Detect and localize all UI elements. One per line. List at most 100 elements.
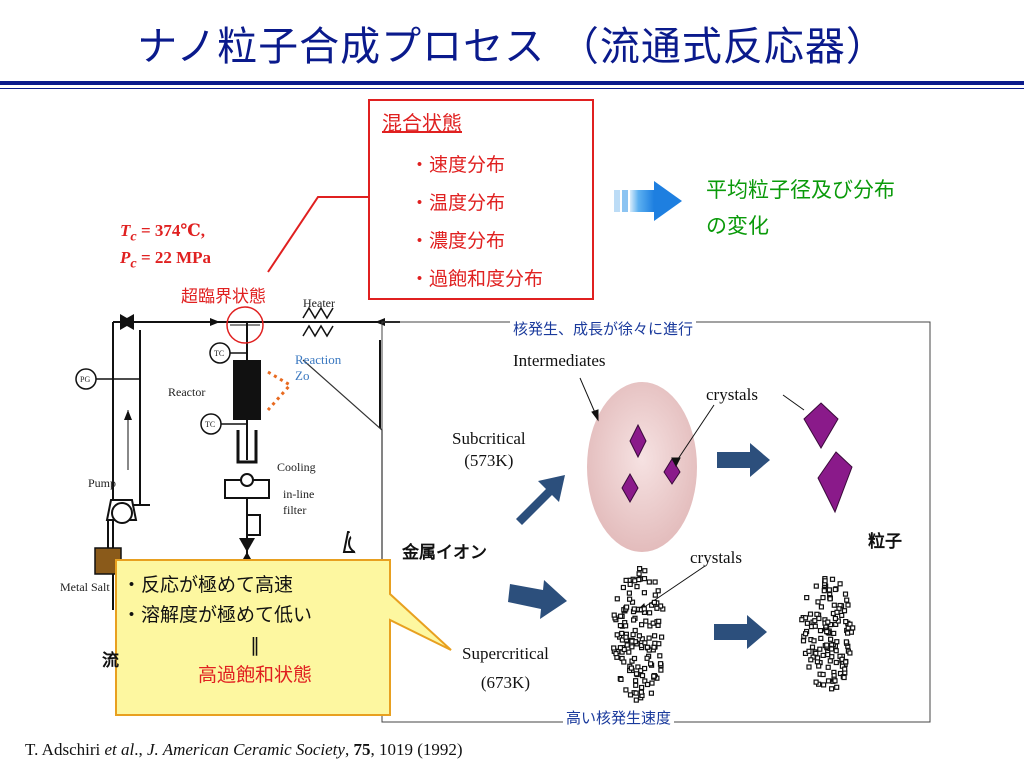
title-underline-thick [0, 81, 1024, 85]
nanoparticle-dot [644, 644, 651, 650]
nanoparticle-dot [617, 613, 624, 619]
nanoparticle-dot [800, 638, 807, 644]
nanoparticle-dot [820, 682, 827, 688]
nanoparticle-dot [614, 596, 620, 602]
nanoparticle-dot [820, 594, 826, 601]
nanoparticle-dot [628, 665, 635, 671]
nanoparticle-dot [828, 686, 835, 692]
nanoparticle-dot [656, 618, 662, 624]
nanoparticle-dot [654, 605, 660, 611]
citation-authors: T. Adschiri [25, 740, 105, 759]
nanoparticle-dot [629, 644, 635, 650]
nanoparticle-dot [638, 689, 645, 695]
nanoparticle-dot [646, 635, 652, 641]
nanoparticle-dot [632, 627, 638, 634]
nanoparticle-dot [817, 627, 824, 634]
apparatus-schematic [96, 306, 400, 610]
nanoparticle-dot [811, 638, 817, 644]
nanoparticle-dot [833, 659, 839, 666]
nanoparticle-dot [623, 577, 629, 584]
nanoparticle-dot [651, 673, 657, 679]
nanoparticle-dot [635, 664, 641, 670]
nanoparticle-dot [834, 684, 840, 690]
nanoparticle-dot [834, 639, 840, 645]
nanoparticle-dot [623, 604, 630, 610]
subcritical-temp: (573K) [464, 451, 514, 470]
nanoparticle-dot [804, 620, 811, 626]
callout-line-3: ‖ [250, 634, 260, 656]
nanoparticle-dot [847, 621, 853, 627]
nanoparticle-dot [647, 661, 654, 667]
nanoparticle-dot [825, 651, 831, 658]
callout-text: ・反応が極めて高速 ・溶解度が極めて低い ‖ 高過飽和状態 [122, 570, 388, 690]
nanoparticle-dot [837, 581, 843, 587]
nanoparticle-dot [824, 642, 830, 648]
nanoparticle-dot [843, 659, 849, 665]
callout-bubble [115, 559, 452, 716]
callout-line-2: ・溶解度が極めて低い [122, 604, 313, 626]
nanoparticle-dot [850, 625, 856, 631]
nanoparticle-dot [815, 599, 821, 605]
supercritical-state-label: 超臨界状態 [181, 287, 266, 307]
nanoparticle-dot [648, 690, 655, 696]
nanoparticle-dot [820, 671, 826, 678]
reaction-zone-marker [266, 370, 293, 411]
nanoparticle-dot [658, 667, 664, 673]
nanoparticle-dot [619, 637, 626, 643]
nanoparticle-dot [827, 658, 833, 664]
result-line-2: の変化 [706, 214, 769, 238]
reactor-label: Reactor [168, 385, 206, 399]
nanoparticle-dot [829, 576, 836, 582]
nanoparticle-dot [806, 648, 812, 654]
nanoparticle-dot [617, 645, 624, 651]
nanoparticle-dot [841, 608, 848, 614]
mixing-callout-line [267, 196, 368, 273]
process-arrow-icons [508, 443, 770, 649]
nanoparticle-dot [618, 676, 624, 683]
tc-top-label: TC [214, 349, 225, 358]
mixing-state-box: 混合状態 ・速度分布 ・温度分布 ・濃度分布 ・過飽和度分布 [368, 99, 594, 300]
nanoparticle-dot [638, 622, 645, 628]
high-nucleation-label: 高い核発生速度 [563, 707, 675, 728]
citation-sep: ., [134, 740, 147, 759]
nanoparticle-dot [839, 612, 845, 619]
nanoparticle-dot [624, 642, 630, 648]
title-underline-thin [0, 88, 1024, 89]
pressure-value: = 22 MPa [136, 248, 212, 268]
nanoparticle-dot [825, 678, 832, 684]
nanoparticle-dot [652, 579, 658, 585]
subcritical-title: Subcritical [452, 429, 526, 448]
nanoparticle-dot [638, 684, 645, 691]
nanoparticle-dot [631, 606, 637, 612]
particle-label: 粒子 [868, 532, 902, 552]
nanoparticle-dot [620, 584, 627, 591]
nanoparticle-dot [818, 635, 824, 642]
temperature-value: = 374℃, [136, 221, 205, 240]
citation: T. Adschiri et al., J. American Ceramic … [25, 740, 463, 760]
citation-comma: , [344, 740, 354, 759]
nanoparticle-dot [834, 609, 840, 615]
subcritical-label: Subcritical (573K) [452, 428, 526, 472]
nanoparticle-dot [644, 655, 650, 661]
nanoparticle-dot [651, 599, 658, 606]
nanoparticle-dot [841, 674, 847, 681]
thermocouple-icon-top [209, 342, 231, 364]
heater-label: Heater [303, 296, 335, 310]
nanoparticle-dot [643, 618, 649, 624]
temperature-symbol: T [120, 221, 131, 240]
callout-line-4: 高過飽和状態 [197, 664, 312, 686]
pump-icon [105, 499, 138, 524]
nanoparticle-dot [636, 565, 643, 572]
nanoparticle-dot [626, 596, 633, 602]
gradual-progress-label: 核発生、成長が徐々に進行 [510, 318, 697, 339]
nanoparticle-dot [623, 634, 629, 640]
nanoparticle-dot [621, 659, 627, 665]
nanoparticle-dot [804, 594, 810, 601]
citation-journal: J. American Ceramic Society [146, 740, 345, 759]
nanoparticle-dot [622, 623, 629, 629]
nanoparticle-dot [657, 661, 664, 667]
nanoparticle-dot [639, 636, 645, 642]
supercritical-temp: (673K) [480, 673, 530, 692]
nanoparticle-dot [820, 652, 826, 659]
